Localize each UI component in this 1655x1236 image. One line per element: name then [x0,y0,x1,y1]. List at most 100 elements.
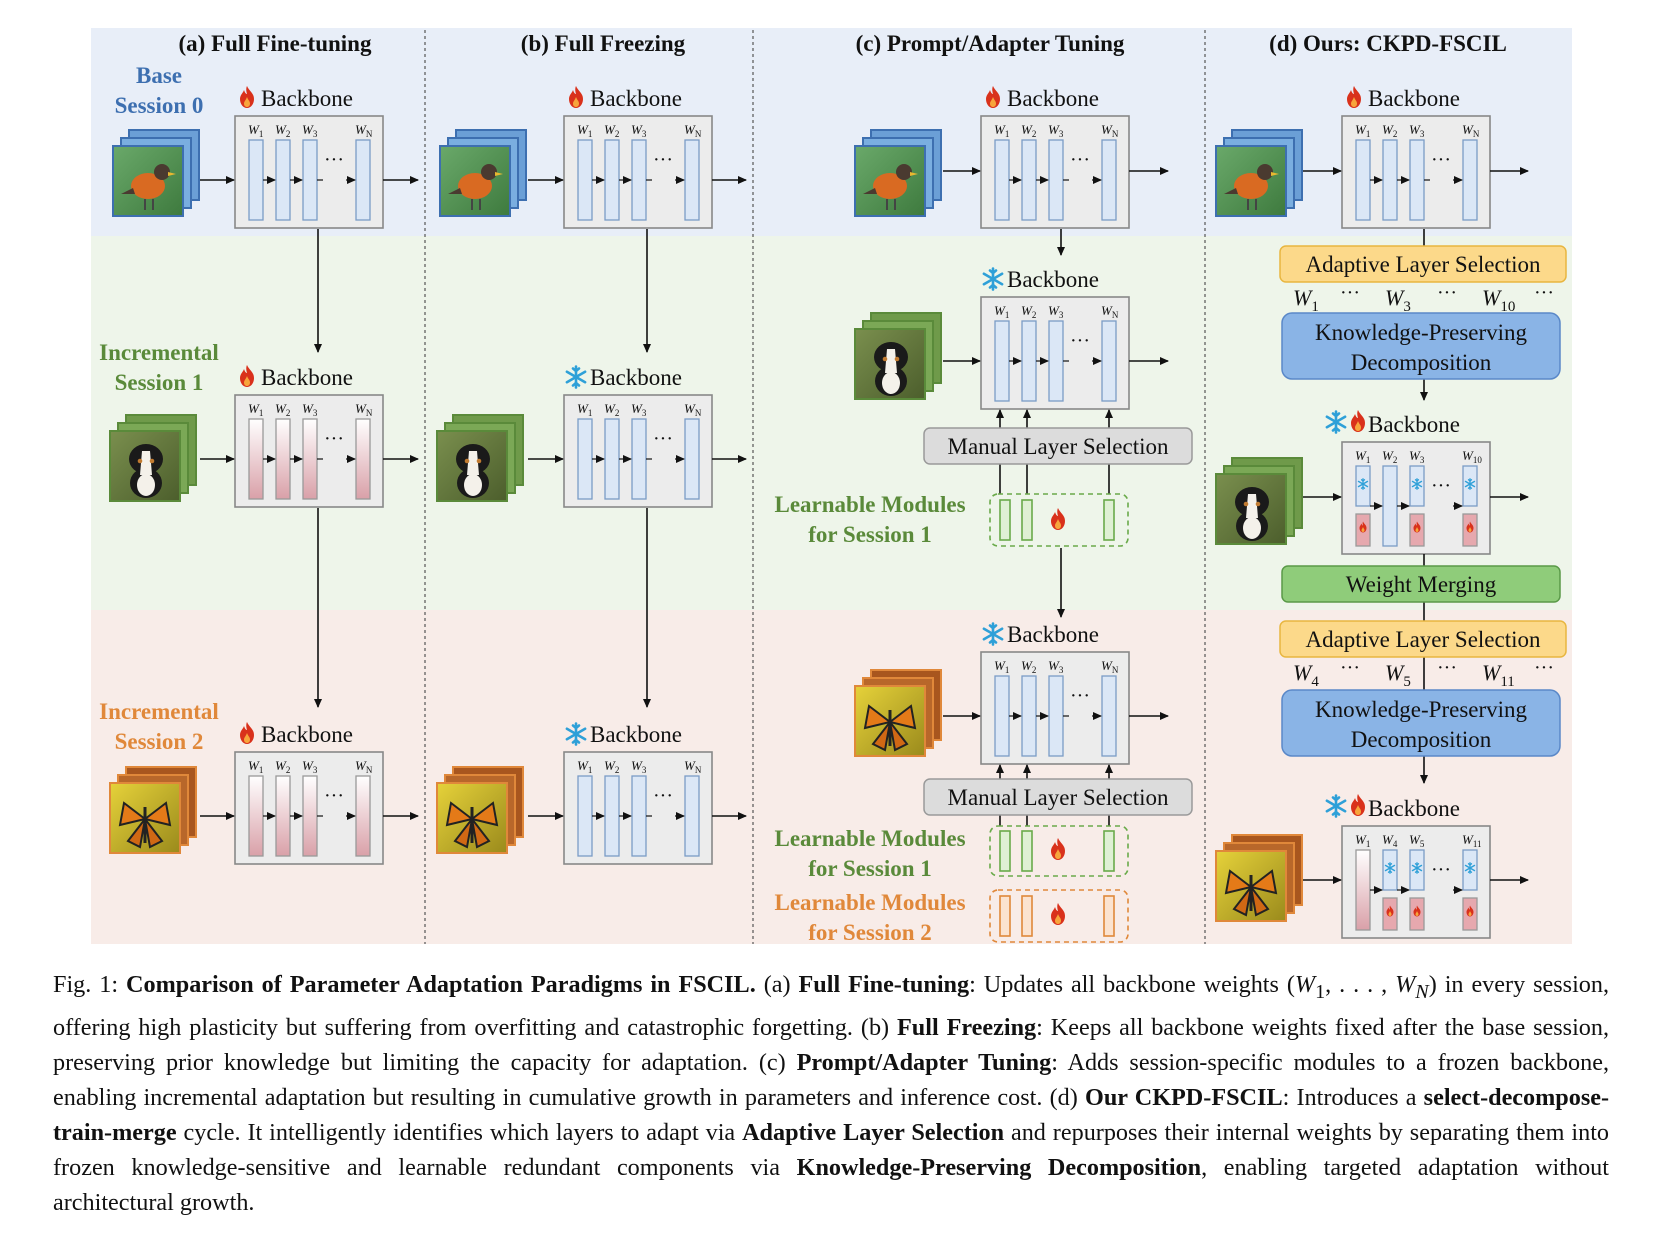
weight-layer [578,140,592,220]
svg-text:···: ··· [324,149,344,171]
backbone-title: Backbone [1368,796,1460,821]
svg-text:···: ··· [324,428,344,450]
weight-layer [1022,676,1036,756]
weight-layer [276,140,290,220]
weight-layer [632,140,646,220]
weight-layer [578,776,592,856]
weight-layer [995,321,1009,401]
weight-layer [249,140,263,220]
weight-layer [356,776,370,856]
kpd-box-2: Knowledge-Preserving Decomposition [1282,690,1560,756]
svg-text:···: ··· [1070,685,1090,707]
dog-image-stack [110,415,196,501]
weight-layer [605,419,619,499]
weight-layer [356,140,370,220]
dog-image-stack [437,415,523,501]
svg-text:···: ··· [1431,859,1451,881]
backbone-title: Backbone [1007,267,1099,292]
dog-image-stack [1216,458,1302,544]
caption-b-name: Full Freezing [897,1014,1036,1041]
adaptive-layer-selection-2: Adaptive Layer Selection [1280,621,1566,657]
column-header-b: (b) Full Freezing [521,31,686,56]
weight-layer [303,140,317,220]
butterfly-image-stack [110,767,196,853]
weight-layer [1049,140,1063,220]
butterfly-image-stack [855,670,941,756]
svg-text:Knowledge-Preserving: Knowledge-Preserving [1315,320,1528,345]
weight-layer [356,419,370,499]
learnable-modules-s1-label-line2: for Session 1 [808,856,932,881]
svg-text:···: ··· [1431,475,1451,497]
weight-layer [1356,850,1370,930]
learnable-modules-s1-label-line1: Learnable Modules [774,826,965,851]
dog-image-stack [855,313,941,399]
bird-image-stack [440,130,526,216]
caption-d-name: Our CKPD-FSCIL [1085,1084,1283,1111]
backbone-title: Backbone [261,722,353,747]
column-header-a: (a) Full Fine-tuning [179,31,372,56]
weight-layer [1383,140,1397,220]
svg-text:···: ··· [1340,282,1360,304]
svg-text:···: ··· [324,785,344,807]
weight-layer [276,776,290,856]
weight-layer [249,776,263,856]
butterfly-image-stack [1216,835,1302,921]
weight-layer [1049,321,1063,401]
caption-c-name: Prompt/Adapter Tuning [797,1049,1052,1076]
svg-text:Decomposition: Decomposition [1351,350,1492,375]
weight-layer [1022,321,1036,401]
manual-layer-selection-label-2: Manual Layer Selection [948,785,1169,810]
weight-layer [578,419,592,499]
weight-layer [995,140,1009,220]
caption-a-name: Full Fine-tuning [799,971,970,998]
weight-layer [1383,466,1397,546]
backbone-title: Backbone [1007,622,1099,647]
learnable-modules-s1-label-line2: for Session 1 [808,522,932,547]
manual-layer-selection-label-1: Manual Layer Selection [948,434,1169,459]
weight-layer [632,776,646,856]
figure-caption: Fig. 1: Comparison of Parameter Adaptati… [53,967,1609,1220]
caption-title: Comparison of Parameter Adaptation Parad… [126,971,756,998]
weight-layer [632,419,646,499]
svg-text:···: ··· [653,785,673,807]
weight-layer [1022,140,1036,220]
bird-image-stack [1216,130,1302,216]
weight-layer [1463,140,1477,220]
adaptive-layer-selection-1: Adaptive Layer Selection [1280,246,1566,282]
row-label-inc2-line2: Session 2 [115,729,204,754]
caption-fig-number: Fig. 1: [53,971,118,998]
svg-text:Adaptive Layer Selection: Adaptive Layer Selection [1305,627,1541,652]
backbone-title: Backbone [1368,412,1460,437]
backbone-title: Backbone [590,86,682,111]
column-header-d: (d) Ours: CKPD-FSCIL [1269,31,1507,56]
row-label-inc2-line1: Incremental [99,699,219,724]
svg-text:Knowledge-Preserving: Knowledge-Preserving [1315,697,1528,722]
paradigm-comparison-diagram: (a) Full Fine-tuning (b) Full Freezing (… [0,0,1655,960]
backbone-title: Backbone [1368,86,1460,111]
weight-layer [685,419,699,499]
row-label-inc1-line2: Session 1 [115,370,204,395]
row-label-base-line1: Base [136,63,182,88]
weight-layer [1102,321,1116,401]
backbone-title: Backbone [261,365,353,390]
weight-layer [605,140,619,220]
kpd-box-1: Knowledge-Preserving Decomposition [1282,313,1560,379]
svg-text:Adaptive Layer Selection: Adaptive Layer Selection [1305,252,1541,277]
weight-layer [995,676,1009,756]
row-label-inc1-line1: Incremental [99,340,219,365]
svg-text:···: ··· [653,428,673,450]
bird-image-stack [855,130,941,216]
backbone-title: Backbone [590,722,682,747]
learnable-modules-s1-label-line1: Learnable Modules [774,492,965,517]
svg-text:···: ··· [1340,657,1360,679]
weight-layer [1410,140,1424,220]
weight-layer [605,776,619,856]
weight-layer [1102,140,1116,220]
bird-image-stack [113,130,199,216]
learnable-modules-s2-label-line1: Learnable Modules [774,890,965,915]
row-label-base-line2: Session 0 [115,93,204,118]
weight-merging-box: Weight Merging [1282,566,1560,602]
learnable-modules-s2-label-line2: for Session 2 [808,920,932,945]
weight-layer [303,776,317,856]
weight-layer [249,419,263,499]
